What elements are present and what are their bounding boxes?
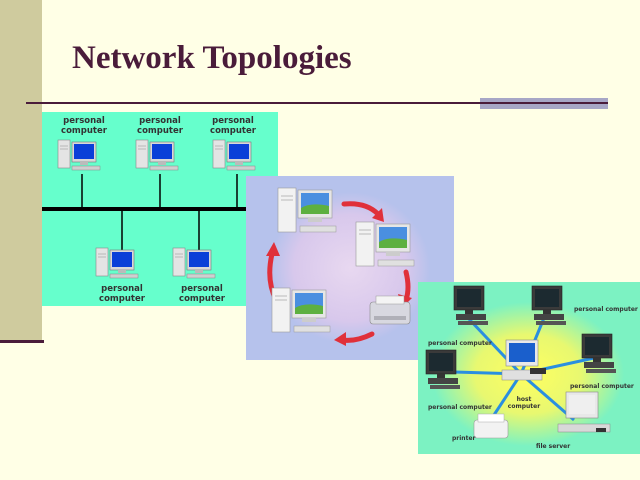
bus-topology-diagram — [42, 139, 278, 279]
star-label-pc-left-lower: personal computer — [428, 404, 492, 411]
ring-topology-diagram — [266, 187, 430, 346]
star-label-pc-top-right: personal computer — [574, 306, 638, 313]
star-label-file-server: file server — [536, 443, 571, 450]
star-label-pc-left-upper: personal computer — [428, 340, 492, 347]
bus-pc-5 — [172, 247, 216, 279]
bus-pc-2 — [135, 139, 179, 171]
star-host-computer — [501, 339, 546, 381]
bus-label-top-3: personal computer — [210, 116, 256, 136]
ring-printer — [369, 295, 411, 325]
star-pc-right — [581, 333, 617, 374]
star-pc-top-right — [531, 285, 567, 326]
bus-label-bottom-2: personal computer — [179, 284, 225, 304]
bus-topology-panel: personal computer personal computer pers… — [42, 112, 278, 306]
bus-pc-1 — [57, 139, 101, 171]
bus-label-bottom-1: personal computer — [99, 284, 145, 304]
bus-pc-3 — [212, 139, 256, 171]
title-rule — [26, 102, 608, 104]
star-topology-diagram — [425, 285, 624, 446]
star-label-host: host computer — [507, 396, 541, 410]
title-rule-accent — [480, 98, 608, 110]
bus-label-top-1: personal computer — [61, 116, 107, 136]
star-label-pc-right: personal computer — [570, 383, 634, 390]
star-file-server — [557, 391, 611, 433]
star-pc-left — [425, 349, 461, 390]
star-printer — [473, 413, 509, 439]
bus-label-top-2: personal computer — [137, 116, 183, 136]
star-pc-top-left — [453, 285, 489, 326]
slide-title: Network Topologies — [72, 40, 352, 76]
star-topology-panel: personal computer personal computer pers… — [418, 282, 640, 454]
star-label-printer: printer — [452, 435, 476, 442]
bus-pc-4 — [95, 247, 139, 279]
left-accent-underline — [0, 340, 44, 343]
left-accent-bar — [0, 0, 42, 342]
ring-topology-panel — [246, 176, 454, 360]
